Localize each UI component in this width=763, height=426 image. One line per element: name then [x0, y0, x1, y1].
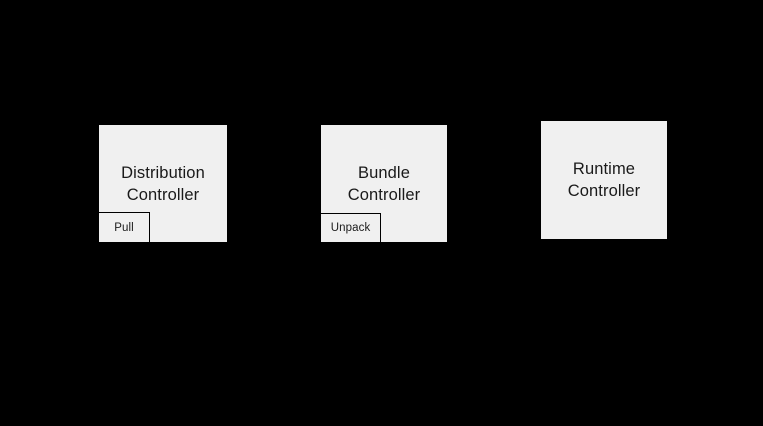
subnode-pull[interactable]: Pull [98, 212, 150, 243]
node-distribution-controller-label: Distribution Controller [121, 163, 205, 204]
node-bundle-controller-label: Bundle Controller [347, 163, 421, 204]
node-runtime-controller-label: Runtime Controller [567, 160, 641, 200]
subnode-pull-label: Pull [114, 221, 134, 234]
subnode-unpack[interactable]: Unpack [320, 213, 381, 243]
node-runtime-controller[interactable]: Runtime Controller [540, 120, 668, 240]
subnode-unpack-label: Unpack [330, 222, 371, 234]
